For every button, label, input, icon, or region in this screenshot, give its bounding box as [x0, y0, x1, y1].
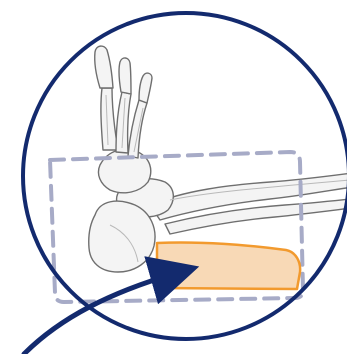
highlighted-heel-pad: [157, 242, 300, 289]
calcaneus-bone: [89, 201, 155, 272]
toe-phalanges-2: [119, 58, 131, 94]
